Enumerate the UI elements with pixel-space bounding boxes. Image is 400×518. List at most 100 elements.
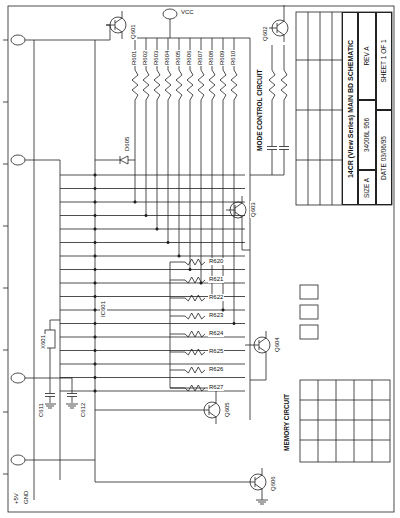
connector-bubble	[11, 155, 25, 165]
connector-bubble	[11, 455, 25, 465]
wire	[95, 160, 120, 161]
wire	[60, 310, 245, 311]
resistor-symbol	[165, 70, 171, 100]
wire	[3, 412, 8, 413]
wire	[3, 288, 8, 289]
pin-table	[300, 380, 390, 462]
wire	[3, 102, 8, 103]
junction-dot	[94, 174, 96, 176]
component-label: R623	[208, 312, 224, 319]
component-label: Q606	[270, 475, 277, 492]
wire	[60, 202, 245, 203]
ground-symbol	[44, 404, 56, 408]
note-box	[300, 305, 318, 319]
wire	[170, 334, 185, 335]
junction-dot	[94, 390, 96, 392]
component-label: X601	[40, 334, 47, 350]
wire	[60, 242, 245, 243]
wire	[60, 256, 245, 257]
wire	[170, 370, 185, 371]
wire	[60, 377, 245, 378]
component-label: R622	[208, 294, 224, 301]
component-label: R601	[131, 50, 138, 66]
resistor-symbol	[185, 313, 205, 319]
wire	[242, 224, 250, 250]
junction-dot	[178, 255, 180, 257]
wire	[128, 160, 135, 161]
component-label: D605	[124, 136, 131, 152]
junction-dot	[94, 336, 96, 338]
wire	[60, 323, 245, 324]
capacitor-symbol	[45, 387, 55, 403]
wire	[60, 269, 245, 270]
wire	[170, 19, 171, 38]
junction-dot	[167, 241, 169, 243]
wire	[3, 40, 8, 41]
diode-symbol	[120, 156, 128, 164]
component-label: R608	[208, 50, 215, 66]
junction-dot	[233, 322, 235, 324]
circuit-note: MODE CONTROL CIRCUIT	[256, 69, 263, 153]
wire	[3, 474, 8, 475]
title-block-cell: SIZE A	[358, 170, 376, 205]
resistor-symbol	[185, 295, 205, 301]
wire	[95, 40, 96, 470]
component-label: C612	[80, 402, 87, 418]
wire	[168, 100, 169, 243]
component-label: Q605	[224, 401, 231, 418]
junction-dot	[94, 228, 96, 230]
title-block-text: REV A	[364, 46, 371, 65]
resistor-symbol	[220, 70, 226, 100]
transistor-symbol	[250, 331, 270, 359]
revision-table	[296, 12, 392, 205]
component-label: VCC	[180, 9, 195, 16]
component-label: R620	[208, 258, 224, 265]
resistor-symbol	[281, 70, 287, 100]
title-block-text: SHEET 1 OF 1	[381, 39, 388, 82]
wire	[272, 156, 273, 175]
wire	[60, 215, 245, 216]
resistor-symbol	[185, 367, 205, 373]
wire	[3, 226, 8, 227]
component-label: R624	[208, 330, 224, 337]
ground-symbol	[256, 500, 268, 504]
resistor-symbol	[132, 70, 138, 100]
wire	[284, 100, 285, 140]
capacitor-symbol	[279, 140, 289, 156]
wire	[170, 262, 185, 263]
component-label: R609	[219, 50, 226, 66]
component-label: R621	[208, 276, 224, 283]
wire	[95, 410, 200, 411]
connector-bubble	[11, 373, 25, 383]
title-block-cell: SHEET 1 OF 1	[376, 12, 392, 110]
title-block-text: SIZE A	[364, 177, 371, 197]
connector-bubble	[11, 35, 25, 45]
wire	[190, 100, 191, 270]
wire	[25, 40, 34, 41]
resistor-symbol	[185, 331, 205, 337]
component-label: R610	[230, 50, 237, 66]
title-block-text: DATE 03/06/95	[381, 136, 388, 180]
wire	[60, 283, 245, 284]
junction-dot	[94, 295, 96, 297]
junction-dot	[94, 309, 96, 311]
component-label: R605	[175, 50, 182, 66]
ground-symbol	[66, 404, 78, 408]
resistor-symbol	[185, 259, 205, 265]
junction-dot	[94, 268, 96, 270]
component-label: Q602	[262, 25, 269, 42]
transistor-symbol	[200, 396, 220, 424]
junction-dot	[134, 201, 136, 203]
wire	[157, 100, 158, 229]
wire	[234, 100, 235, 324]
junction-dot	[145, 214, 147, 216]
page-frame	[8, 6, 394, 512]
title-block-cell: DATE 03/06/95	[376, 110, 392, 205]
component-label: R626	[208, 366, 224, 373]
wire	[60, 229, 245, 230]
wiring	[3, 5, 394, 512]
component-label: Q604	[274, 336, 281, 353]
wire	[3, 164, 8, 165]
